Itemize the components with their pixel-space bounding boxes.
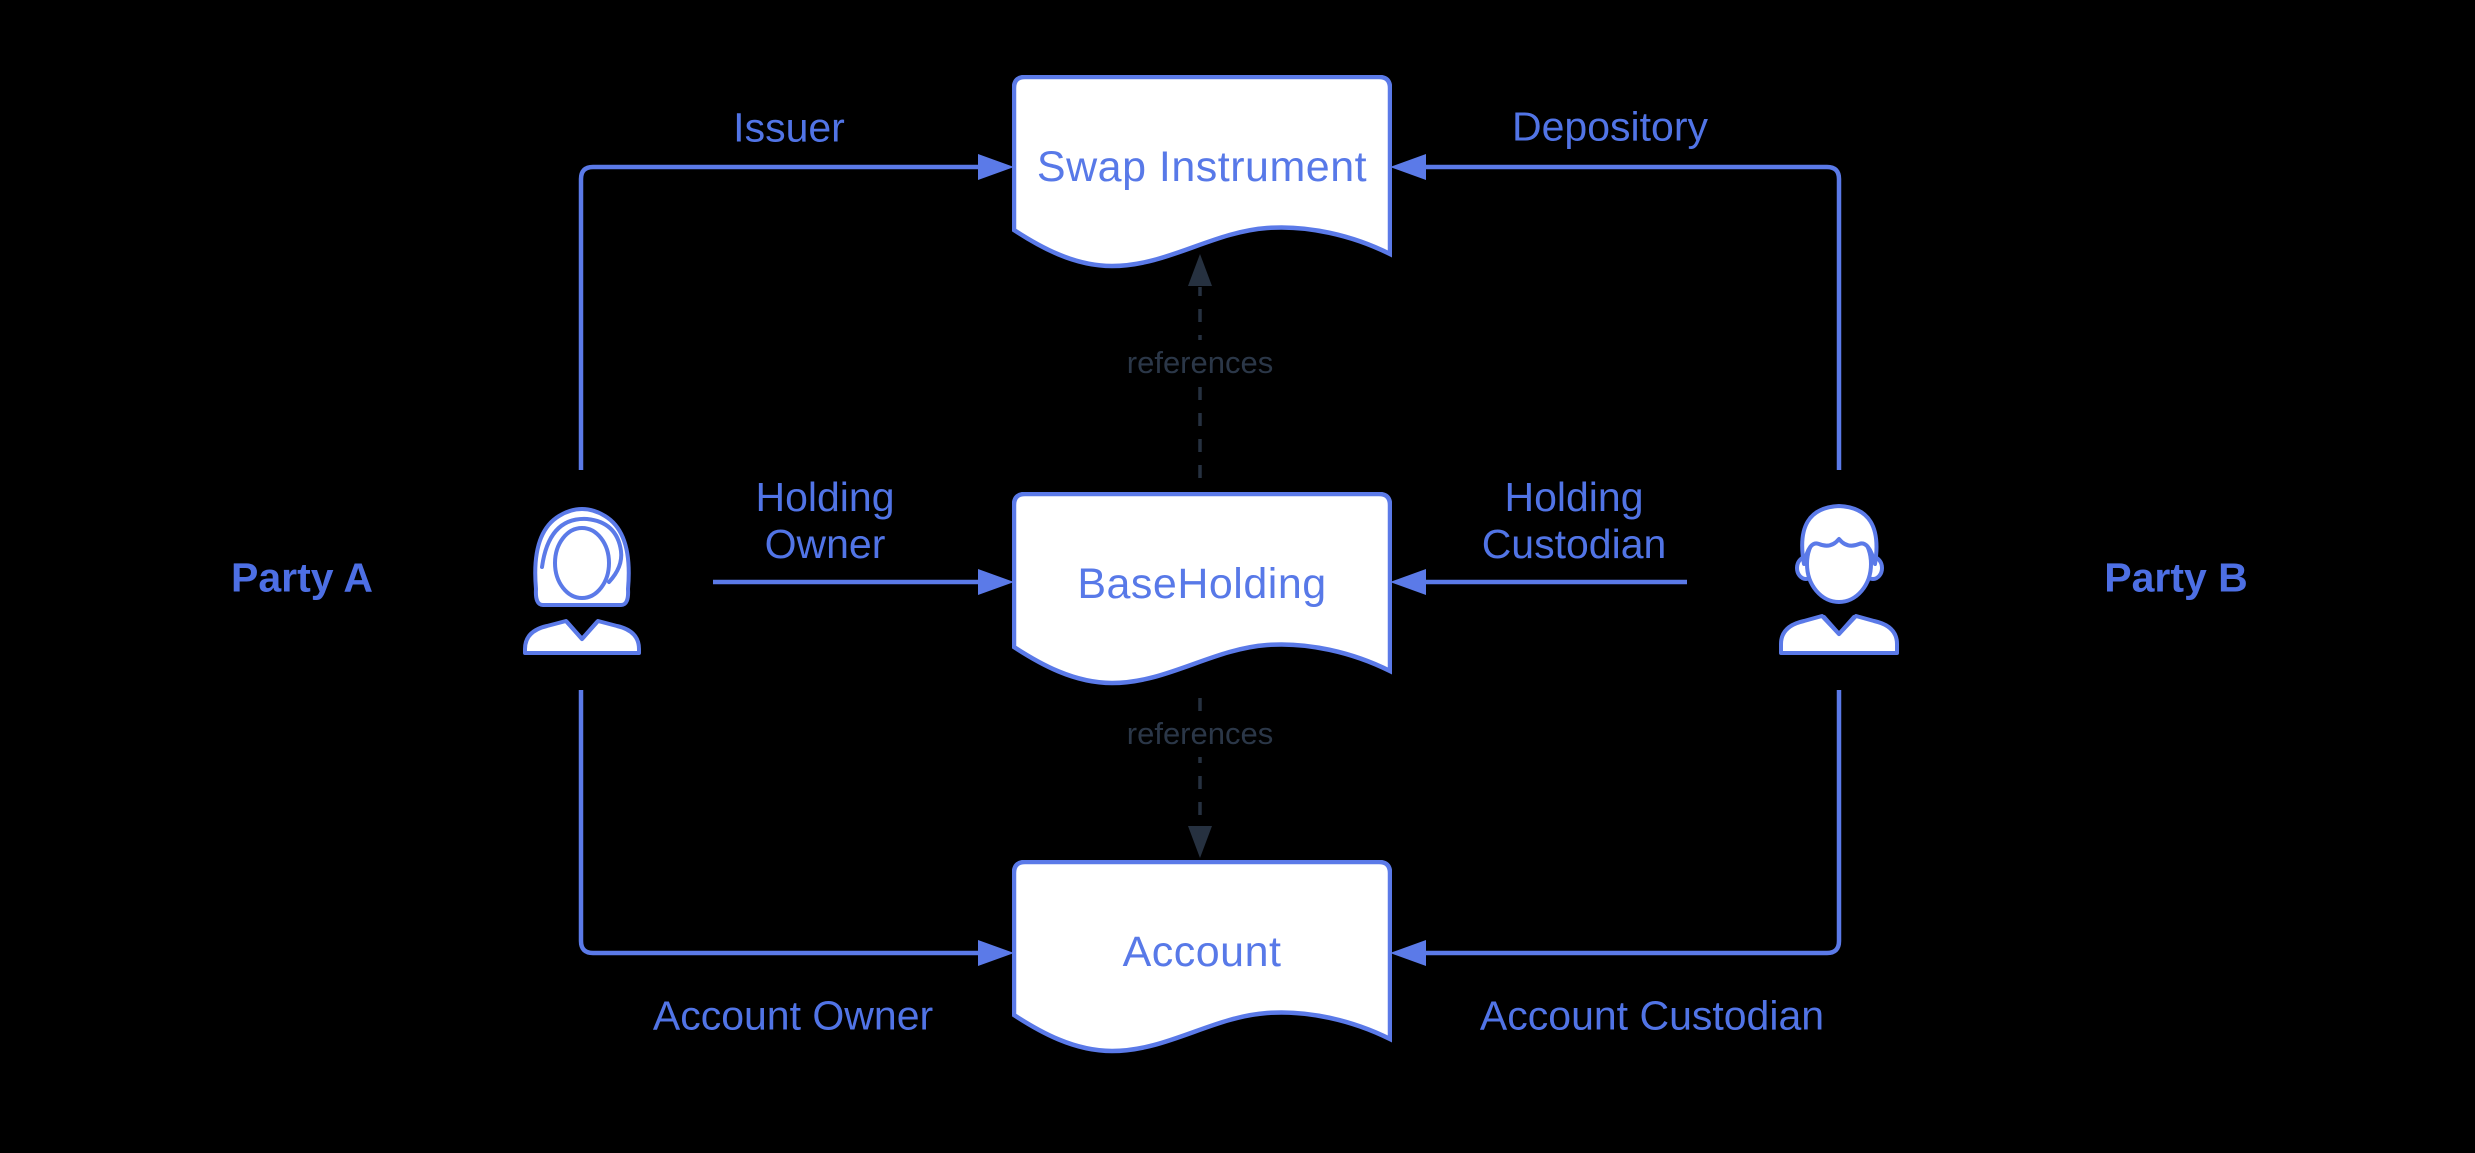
node-base-holding[interactable]: BaseHolding (1012, 492, 1392, 687)
edge-references-top-arrowhead (1188, 254, 1212, 286)
edge-label-holding-owner: Holding Owner (755, 473, 895, 567)
edge-depository-arrowhead (1390, 154, 1426, 180)
edge-label-account-custodian: Account Custodian (1479, 992, 1825, 1039)
edge-label-issuer: Issuer (733, 104, 845, 151)
edge-account-custodian-arrowhead (1390, 940, 1426, 966)
edge-label-depository: Depository (1512, 103, 1708, 150)
edge-issuer-arrowhead (978, 154, 1014, 180)
edge-label-references-bottom: references (1112, 711, 1288, 757)
document-shape-icon (1012, 860, 1392, 1054)
edge-label-account-owner: Account Owner (652, 992, 934, 1039)
edge-depository-line (1425, 164, 1842, 470)
actor-label-party-a: Party A (230, 554, 374, 601)
edge-holding-custodian-arrowhead (1390, 569, 1426, 595)
edge-account-owner-line (578, 690, 979, 956)
node-swap-instrument[interactable]: Swap Instrument (1012, 75, 1392, 270)
edge-account-owner-arrowhead (978, 940, 1014, 966)
actor-party-a[interactable] (521, 505, 643, 655)
edge-label-references-top: references (1112, 340, 1288, 386)
edge-references-bottom-arrowhead (1188, 826, 1212, 858)
person-female-icon (523, 507, 641, 655)
document-shape-icon (1012, 75, 1392, 269)
edge-label-holding-custodian: Holding Custodian (1481, 473, 1667, 567)
node-label-base-holding: BaseHolding (1077, 559, 1327, 608)
person-male-icon (1779, 504, 1899, 655)
edge-issuer-line (578, 164, 979, 470)
node-label-swap-instrument: Swap Instrument (1036, 142, 1368, 191)
node-label-account: Account (1122, 927, 1282, 976)
edge-account-custodian-line (1425, 690, 1842, 956)
actor-party-b[interactable] (1776, 502, 1903, 655)
actor-label-party-b: Party B (2104, 554, 2248, 601)
node-account[interactable]: Account (1012, 860, 1392, 1055)
document-shape-icon (1012, 492, 1392, 686)
edge-holding-owner-arrowhead (978, 569, 1014, 595)
